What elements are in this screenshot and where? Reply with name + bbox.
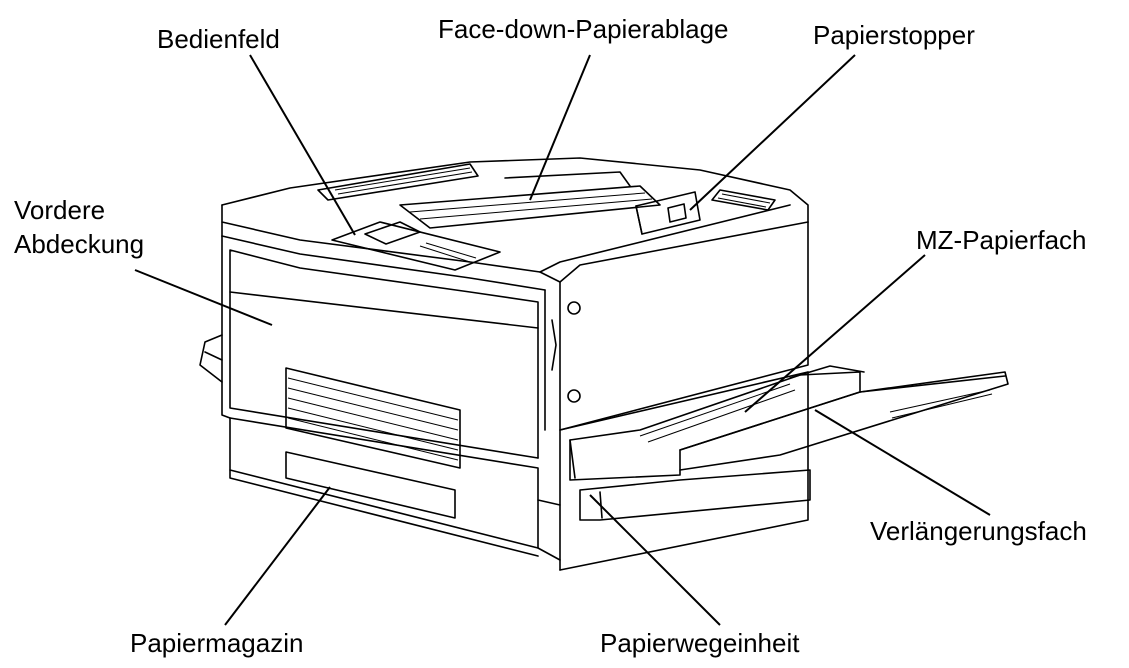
leader-papierstopper — [689, 54, 856, 211]
leader-bedienfeld — [249, 54, 356, 236]
label-papierwegeinheit: Papierwegeinheit — [600, 628, 800, 658]
label-verlaengerungsfach: Verlängerungsfach — [870, 516, 1087, 546]
printer-right-side — [551, 221, 809, 571]
label-papierstopper: Papierstopper — [813, 20, 975, 50]
label-vordere: Vordere — [14, 195, 106, 225]
label-bedienfeld: Bedienfeld — [157, 24, 280, 54]
label-abdeckung: Abdeckung — [14, 229, 145, 259]
leader-verlaengerungsfach — [814, 409, 991, 516]
leader-face-down — [529, 54, 591, 201]
printer-top — [221, 157, 809, 291]
mp-tray — [569, 365, 1009, 481]
label-face-down-papierablage: Face-down-Papierablage — [438, 14, 729, 44]
label-papiermagazin: Papiermagazin — [130, 628, 304, 658]
leader-vordere-abdeckung — [134, 269, 273, 326]
leader-papiermagazin — [224, 486, 331, 626]
paper-cassette — [229, 417, 811, 561]
leader-lines — [134, 54, 991, 626]
label-mz-papierfach: MZ-Papierfach — [916, 225, 1087, 255]
printer-front — [199, 235, 546, 469]
leader-mz-papierfach — [744, 254, 926, 413]
leader-papierwegeinheit — [589, 494, 721, 626]
